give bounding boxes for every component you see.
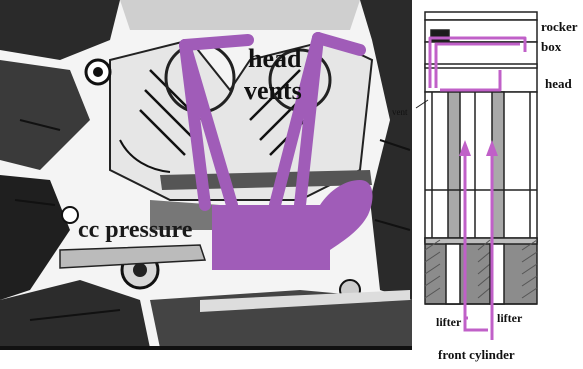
front-cylinder-label: front cylinder (438, 348, 515, 361)
lifter-label-right: lifter (497, 312, 522, 324)
rocker-box-label-line2: box (541, 40, 561, 53)
vent-label: vent (392, 108, 408, 117)
head-vents-label-line2: vents (244, 78, 302, 104)
lifter-label-left: lifter (436, 316, 461, 328)
cc-pressure-label: cc pressure (78, 218, 192, 242)
cylinder-schematic (425, 12, 537, 304)
rocker-box-label-line1: rocker (541, 20, 578, 33)
head-label: head (545, 77, 572, 90)
head-vents-label-line1: head (248, 46, 301, 72)
